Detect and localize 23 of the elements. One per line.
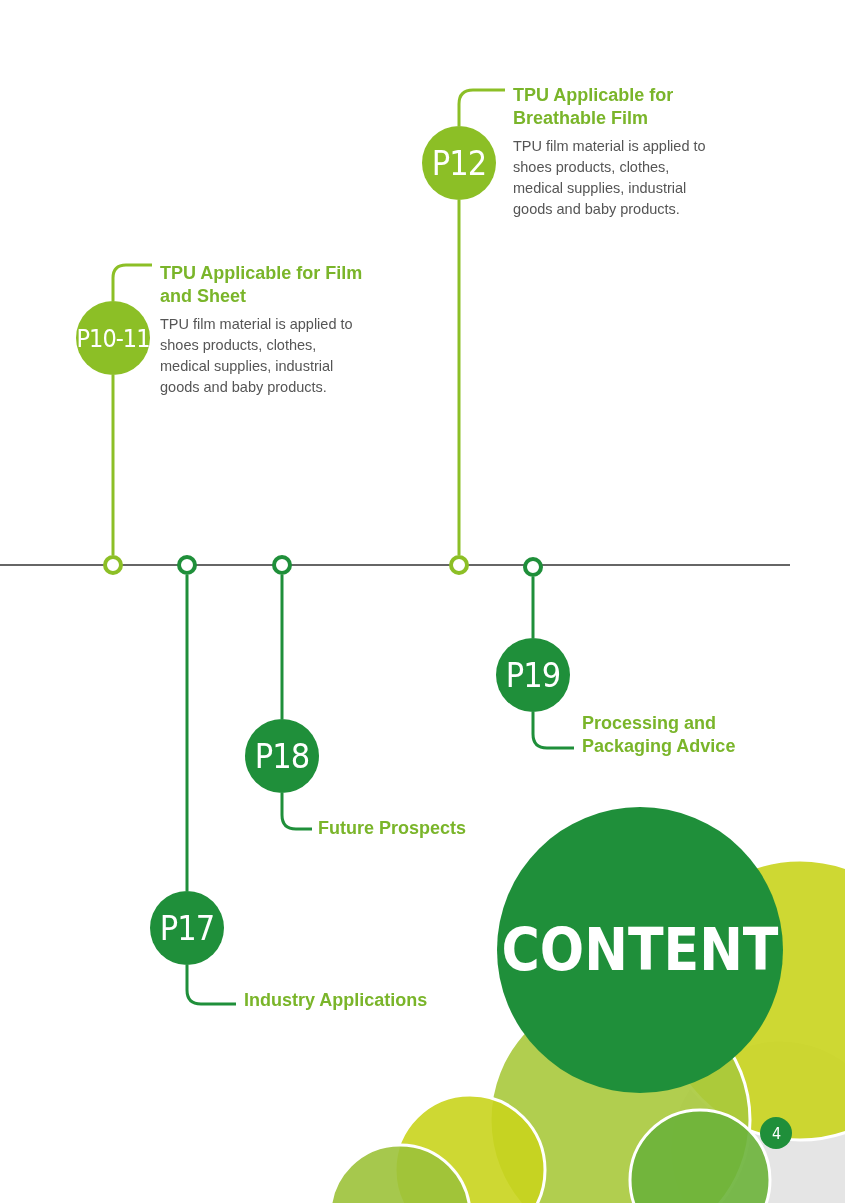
page-number-circle: P12 <box>422 126 496 200</box>
section-description: TPU film material is applied to shoes products, clothes, medical supplies, industrial goods and baby products. <box>160 315 354 397</box>
connector-line <box>185 575 189 891</box>
section-heading: TPU Applicable for Breathable Film <box>513 84 675 130</box>
page-number-circle: P17 <box>150 891 224 965</box>
connector-line <box>531 577 535 638</box>
timeline-marker <box>449 555 469 575</box>
page-number-circle: P10-11 <box>76 301 150 375</box>
connector-line <box>280 575 284 719</box>
timeline-marker <box>177 555 197 575</box>
timeline-marker <box>523 557 543 577</box>
connector-line <box>457 200 461 555</box>
connector-line <box>111 375 115 555</box>
section-heading: Processing and Packaging Advice <box>582 712 737 758</box>
section-heading: Future Prospects <box>318 817 468 840</box>
section-description: TPU film material is applied to shoes products, clothes, medical supplies, industrial goods and baby products. <box>513 137 707 219</box>
timeline-marker <box>103 555 123 575</box>
page-number-circle: P19 <box>496 638 570 712</box>
page-number-circle: P18 <box>245 719 319 793</box>
timeline-marker <box>272 555 292 575</box>
section-heading: TPU Applicable for Film and Sheet <box>160 262 364 308</box>
section-heading: Industry Applications <box>244 989 429 1012</box>
title-circle: CONTENT <box>497 807 783 1093</box>
